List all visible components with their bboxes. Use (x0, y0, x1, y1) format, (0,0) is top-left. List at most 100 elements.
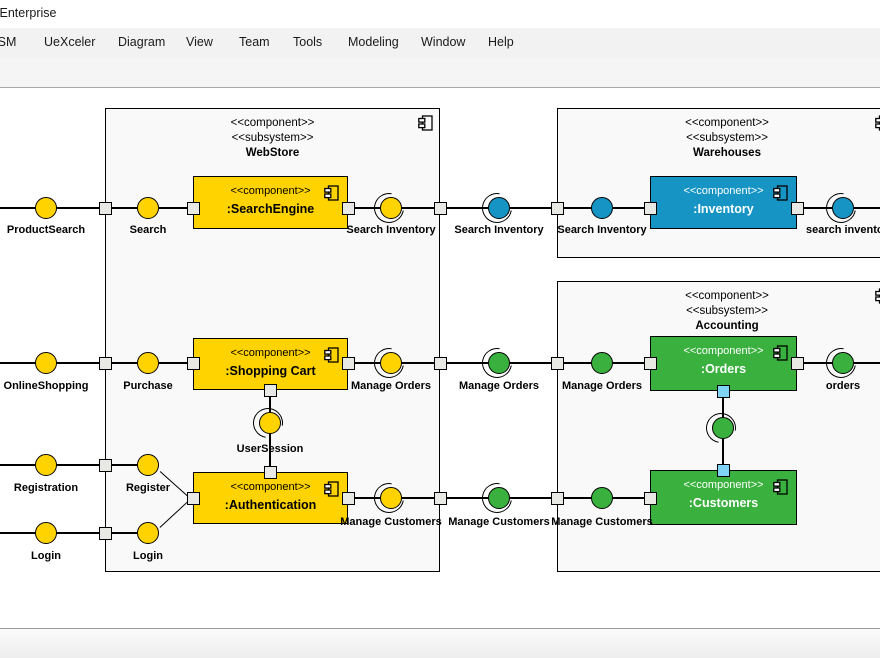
port-p-cust-top[interactable] (717, 464, 730, 477)
provided-interface-ball-mo-2[interactable] (488, 352, 510, 374)
port-p-wh-left[interactable] (551, 202, 564, 215)
connector-line[interactable] (111, 532, 138, 534)
port-p-ws-right-3[interactable] (434, 492, 447, 505)
connector-line[interactable] (510, 497, 552, 499)
connector-line[interactable] (57, 362, 100, 364)
port-p-ord-right[interactable] (791, 357, 804, 370)
connector-line[interactable] (57, 532, 100, 534)
provided-interface-ball-login-l[interactable] (35, 522, 57, 544)
connector-line[interactable] (159, 207, 188, 209)
component-stereotype-icon (324, 185, 339, 201)
menu-item-tools[interactable]: Tools (293, 35, 323, 49)
diagram-canvas[interactable]: <<component>><<subsystem>>WebStore<<comp… (0, 88, 880, 601)
connector-line[interactable] (563, 497, 591, 499)
component-searchengine[interactable]: <<component>>:SearchEngine (193, 176, 348, 229)
port-p-ws-left-4[interactable] (99, 527, 112, 540)
port-p-ord-bottom[interactable] (717, 385, 730, 398)
component-inventory[interactable]: <<component>>:Inventory (650, 176, 797, 229)
provided-interface-ball-si-3[interactable] (591, 197, 613, 219)
provided-interface-ball-onlineshopping[interactable] (35, 352, 57, 374)
provided-interface-ball-si-4[interactable] (832, 197, 854, 219)
connector-line[interactable] (613, 207, 645, 209)
port-p-inv-right[interactable] (791, 202, 804, 215)
provided-interface-ball-mc-2[interactable] (488, 487, 510, 509)
port-p-ord-left[interactable] (644, 357, 657, 370)
connector-line[interactable] (613, 497, 645, 499)
connector-line[interactable] (159, 362, 188, 364)
connector-line[interactable] (722, 397, 724, 419)
connector-line[interactable] (111, 207, 138, 209)
provided-interface-ball-productsearch[interactable] (35, 197, 57, 219)
provided-interface-ball-mo-1[interactable] (380, 352, 402, 374)
provided-interface-ball-usersession[interactable] (259, 412, 281, 434)
connector-line[interactable] (563, 207, 591, 209)
provided-interface-ball-registration[interactable] (35, 454, 57, 476)
port-p-auth-left[interactable] (187, 492, 200, 505)
connector-line[interactable] (722, 439, 724, 465)
provided-interface-ball-mo-3[interactable] (591, 352, 613, 374)
provided-interface-ball-login-r[interactable] (137, 522, 159, 544)
provided-interface-ball-orders-out[interactable] (832, 352, 854, 374)
connector-line[interactable] (111, 464, 138, 466)
port-p-ac-left-2[interactable] (551, 492, 564, 505)
connector-line[interactable] (401, 497, 435, 499)
port-p-ws-left-2[interactable] (99, 357, 112, 370)
menu-item-tsm[interactable]: TSM (0, 35, 17, 49)
connector-line[interactable] (269, 396, 271, 412)
port-p-sc-right[interactable] (342, 357, 355, 370)
port-p-ac-left-1[interactable] (551, 357, 564, 370)
port-p-sc-left[interactable] (187, 357, 200, 370)
provided-interface-ball-register[interactable] (137, 454, 159, 476)
port-p-auth-top[interactable] (264, 466, 277, 479)
connector-line[interactable] (446, 207, 488, 209)
connector-line[interactable] (854, 362, 880, 364)
provided-interface-ball-purchase[interactable] (137, 352, 159, 374)
provided-interface-ball-ordcust-link[interactable] (712, 417, 734, 439)
port-p-se-left[interactable] (187, 202, 200, 215)
connector-line[interactable] (510, 362, 552, 364)
menu-item-team[interactable]: Team (239, 35, 270, 49)
connector-line[interactable] (354, 362, 381, 364)
menu-item-diagram[interactable]: Diagram (118, 35, 166, 49)
connector-line[interactable] (401, 207, 435, 209)
connector-line[interactable] (510, 207, 552, 209)
port-p-ws-left-1[interactable] (99, 202, 112, 215)
component-customers[interactable]: <<component>>:Customers (650, 470, 797, 525)
component-authentication[interactable]: <<component>>:Authentication (193, 472, 348, 524)
menu-item-uexceler[interactable]: UeXceler (44, 35, 96, 49)
port-p-inv-left[interactable] (644, 202, 657, 215)
port-p-sc-bottom[interactable] (264, 384, 277, 397)
port-p-cust-left[interactable] (644, 492, 657, 505)
port-p-ws-left-3[interactable] (99, 459, 112, 472)
component-orders[interactable]: <<component>>:Orders (650, 336, 797, 391)
provided-interface-ball-mc-3[interactable] (591, 487, 613, 509)
provided-interface-ball-si-1[interactable] (380, 197, 402, 219)
connector-line[interactable] (269, 434, 271, 467)
menu-item-modeling[interactable]: Modeling (348, 35, 399, 49)
port-p-auth-right[interactable] (342, 492, 355, 505)
port-p-se-right[interactable] (342, 202, 355, 215)
provided-interface-ball-search[interactable] (137, 197, 159, 219)
connector-line[interactable] (446, 362, 488, 364)
connector-line[interactable] (57, 207, 100, 209)
connector-line[interactable] (446, 497, 488, 499)
connector-line[interactable] (354, 497, 381, 499)
connector-line[interactable] (563, 362, 591, 364)
connector-line[interactable] (354, 207, 381, 209)
menu-item-view[interactable]: View (186, 35, 213, 49)
connector-line[interactable] (111, 362, 138, 364)
connector-line[interactable] (803, 362, 833, 364)
connector-line[interactable] (401, 362, 435, 364)
connector-line[interactable] (613, 362, 645, 364)
provided-interface-ball-si-2[interactable] (488, 197, 510, 219)
connector-line[interactable] (803, 207, 833, 209)
port-p-ws-right-2[interactable] (434, 357, 447, 370)
menu-item-help[interactable]: Help (488, 35, 514, 49)
connector-line[interactable] (854, 207, 880, 209)
provided-interface-ball-mc-1[interactable] (380, 487, 402, 509)
component-shoppingcart[interactable]: <<component>>:Shopping Cart (193, 338, 348, 390)
connector-line[interactable] (57, 464, 100, 466)
menu-item-window[interactable]: Window (421, 35, 466, 49)
toolbar[interactable] (0, 58, 880, 88)
port-p-ws-right-1[interactable] (434, 202, 447, 215)
